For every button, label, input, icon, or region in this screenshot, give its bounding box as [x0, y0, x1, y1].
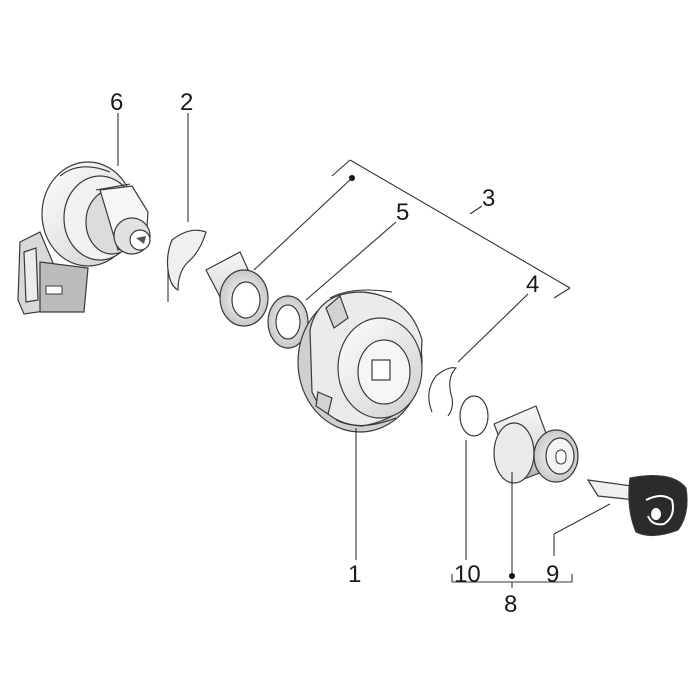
leader-lines	[117, 113, 611, 588]
part-10-o-ring	[459, 395, 489, 437]
part-2-seal	[166, 229, 207, 302]
callout-9: 9	[546, 561, 559, 588]
part-4-spring-clip	[428, 367, 458, 417]
callout-6: 6	[110, 89, 123, 116]
part-8-lock-barrel	[493, 405, 579, 484]
callout-labels: 6 2 3 5 4 1 10 9 8	[110, 89, 559, 618]
callout-1: 1	[348, 561, 361, 588]
part-sleeve	[205, 251, 269, 327]
callout-4: 4	[526, 271, 539, 298]
part-6-switch-assembly	[17, 161, 151, 315]
callout-2: 2	[180, 89, 193, 116]
part-1-lock-body	[297, 289, 423, 433]
part-5-washer	[267, 295, 309, 349]
callout-5: 5	[396, 199, 409, 226]
callout-10: 10	[454, 561, 481, 588]
callout-8: 8	[504, 591, 517, 618]
part-9-key	[586, 475, 688, 537]
callout-3: 3	[482, 185, 495, 212]
